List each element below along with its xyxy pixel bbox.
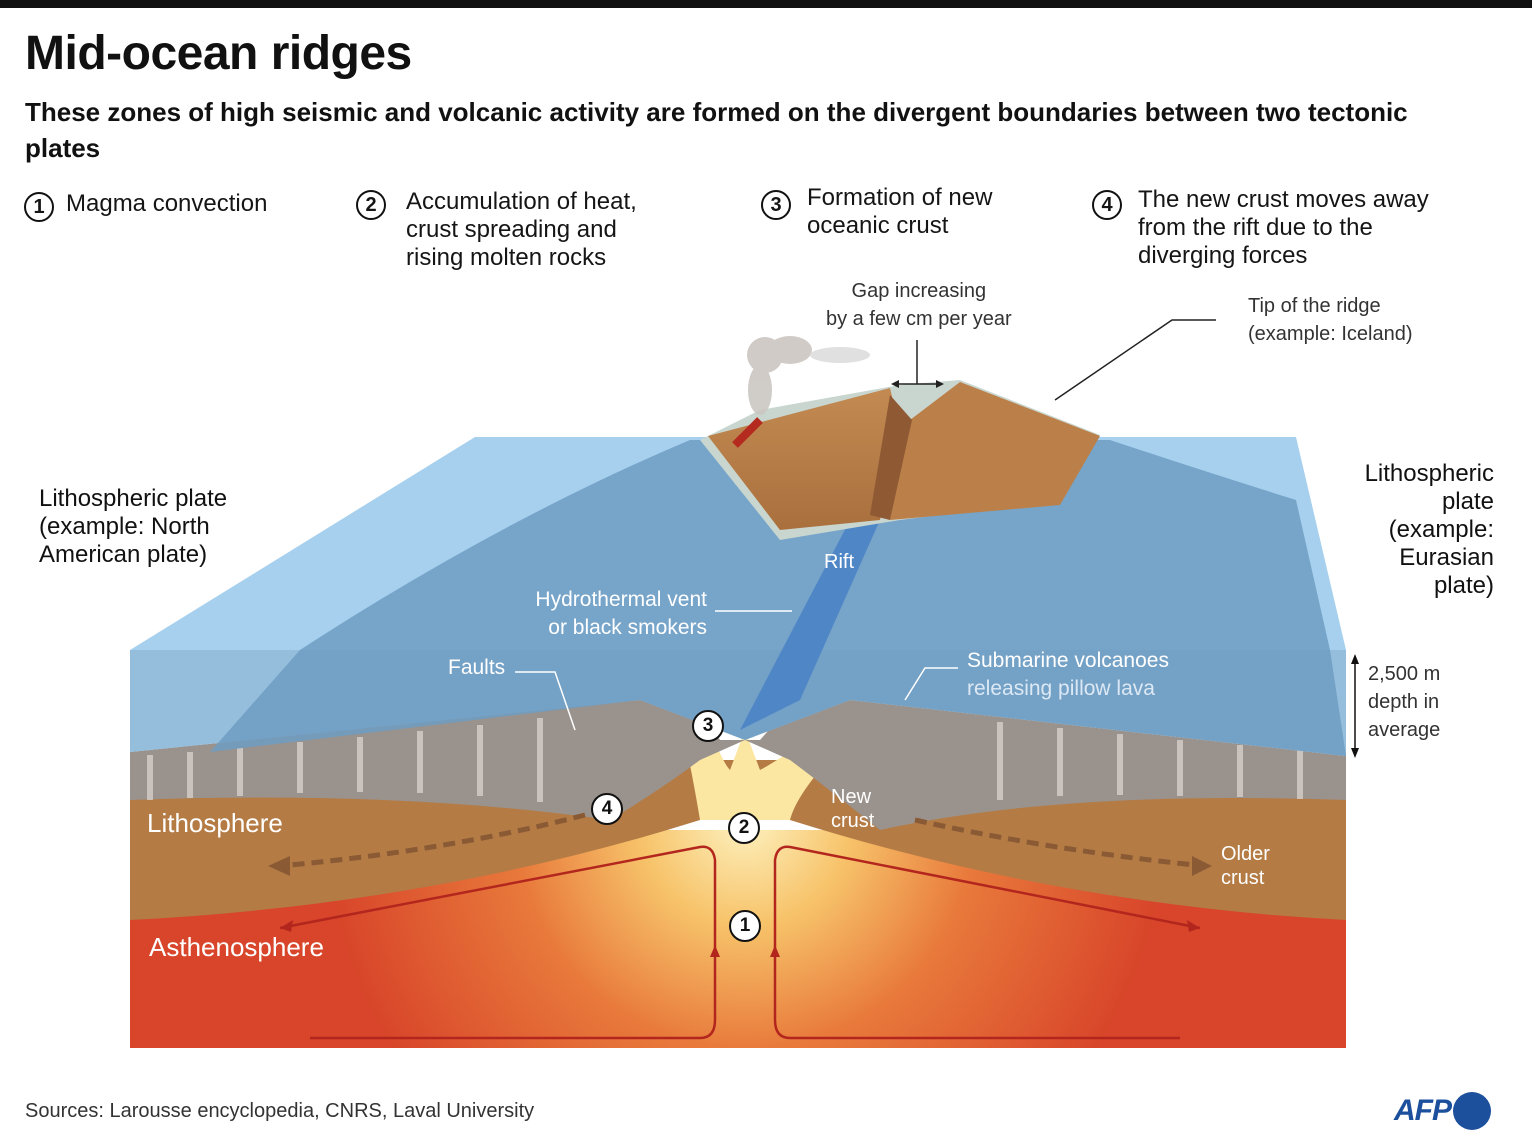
afp-logo-text: AFP — [1394, 1094, 1452, 1127]
step-text: Accumulation of heat, crust spreading an… — [406, 188, 637, 271]
asthenosphere-label: Asthenosphere — [149, 932, 324, 962]
marker-1: 1 — [729, 910, 761, 942]
marker-2: 2 — [728, 812, 760, 844]
afp-logo-dot-icon — [1453, 1092, 1491, 1130]
step-3: 3 Formation of new oceanic crust — [761, 184, 992, 240]
plate-left-label: Lithospheric plate (example: North Ameri… — [39, 485, 228, 568]
older-crust-label: Older crust — [1221, 843, 1270, 889]
step-text: The new crust moves away from the rift d… — [1138, 186, 1429, 269]
gap-label: Gap increasing by a few cm per year — [826, 280, 1012, 330]
pillow-lava-label: releasing pillow lava — [967, 677, 1155, 700]
step-text: Magma convection — [66, 190, 268, 217]
marker-4: 4 — [591, 793, 623, 825]
divergence-arrows — [289, 812, 1196, 868]
tip-label: Tip of the ridge (example: Iceland) — [1248, 295, 1413, 345]
island-right — [890, 382, 1100, 520]
step-number: 1 — [24, 192, 54, 222]
rift-channel — [740, 520, 880, 730]
oceanic-crust-layer — [130, 690, 1346, 830]
new-crust-label: New crust — [831, 786, 875, 832]
plate-right-label: Lithospheric plate (example: Eurasian pl… — [1364, 460, 1494, 599]
top-bar — [0, 0, 1532, 8]
lithosphere-label: Lithosphere — [147, 808, 283, 838]
marker-3: 3 — [692, 710, 724, 742]
step-number: 4 — [1092, 190, 1122, 220]
step-text: Formation of new oceanic crust — [807, 184, 993, 239]
rift-label: Rift — [824, 551, 854, 573]
step-4: 4 The new crust moves away from the rift… — [1092, 186, 1429, 270]
hydrothermal-label: Hydrothermal vent or black smokers — [535, 588, 707, 639]
sources-text: Sources: Larousse encyclopedia, CNRS, La… — [25, 1100, 535, 1122]
submarine-volcanoes-label: Submarine volcanoes — [967, 649, 1169, 672]
page-subtitle: These zones of high seismic and volcanic… — [25, 97, 1408, 163]
page-title: Mid-ocean ridges — [25, 27, 412, 80]
step-2: 2 Accumulation of heat, crust spreading … — [356, 188, 637, 272]
convection-arrows — [279, 845, 1201, 1040]
volcano-smoke — [747, 336, 870, 415]
step-1: 1 Magma convection — [24, 190, 267, 222]
step-number: 2 — [356, 190, 386, 220]
step-number: 3 — [761, 190, 791, 220]
faults-label: Faults — [448, 656, 506, 679]
depth-label: 2,500 m depth in average — [1368, 663, 1441, 741]
seafloor — [210, 440, 1346, 756]
afp-logo: AFP — [1394, 1092, 1491, 1130]
